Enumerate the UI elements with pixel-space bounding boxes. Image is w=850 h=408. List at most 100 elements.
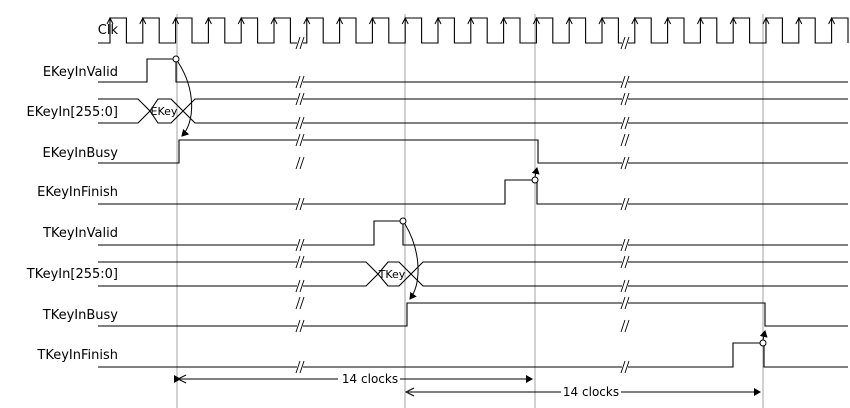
break-mark: [620, 255, 626, 269]
break-gap: [297, 256, 303, 268]
clock-waveform: [98, 16, 849, 44]
break-mark: [624, 279, 630, 293]
clock-rising-edge-arrow: [828, 16, 836, 25]
break-mark: [620, 296, 626, 310]
break-mark: [295, 116, 301, 130]
break-gap: [622, 320, 628, 332]
clock-rising-edge-arrow: [270, 16, 278, 25]
break-gap: [297, 117, 303, 129]
break-mark: [295, 133, 301, 147]
ekeyin-bus-waveform: [98, 98, 848, 124]
causality-arrows: [172, 55, 768, 347]
clock-rising-edge-arrow: [500, 16, 508, 25]
break-mark: [295, 75, 301, 89]
clock-rising-edge-arrow: [467, 16, 475, 25]
causality-arrow: [177, 61, 193, 137]
break-mark: [299, 92, 305, 106]
break-mark: [624, 238, 630, 252]
signal-labels: Clk EKeyInValid EKeyIn[255:0] EKeyInBusy…: [26, 23, 119, 363]
break-gap: [622, 239, 628, 251]
clock-rising-edge-arrow: [139, 16, 147, 25]
break-gap: [297, 134, 303, 146]
break-mark: [299, 279, 305, 293]
break-mark: [295, 197, 301, 211]
break-mark: [624, 116, 630, 130]
break-mark: [620, 92, 626, 106]
break-mark: [299, 238, 305, 252]
break-mark: [624, 133, 630, 147]
signal-label-tkeyinvalid: TKeyInValid: [42, 226, 118, 241]
signal-label-ekeyinfinish: EKeyInFinish: [37, 185, 118, 200]
break-mark: [299, 75, 305, 89]
clock-rising-edge-arrow: [664, 16, 672, 25]
tkeyin-bus-value: TKey: [378, 268, 406, 281]
break-gap: [622, 134, 628, 146]
event-marker: [531, 176, 539, 184]
break-mark: [620, 279, 626, 293]
break-mark: [299, 197, 305, 211]
clock-rising-edge-arrow: [762, 16, 770, 25]
break-mark: [624, 92, 630, 106]
break-gap: [297, 297, 303, 309]
break-mark: [295, 296, 301, 310]
clock-rising-edge-arrow: [336, 16, 344, 25]
clock-rising-edge-arrow: [368, 16, 376, 25]
break-mark: [620, 360, 626, 374]
measurement-label-ekey: 14 clocks: [342, 372, 398, 386]
break-gap: [622, 256, 628, 268]
break-mark: [620, 75, 626, 89]
signal-label-ekeyin: EKeyIn[255:0]: [27, 105, 118, 120]
break-mark: [624, 296, 630, 310]
clock-rising-edge-arrow: [172, 16, 180, 25]
measurement-label-tkey: 14 clocks: [563, 385, 619, 399]
break-mark: [620, 36, 626, 50]
break-gap: [622, 297, 628, 309]
break-mark: [620, 197, 626, 211]
break-mark: [299, 156, 305, 170]
clock-rising-edge-arrow: [729, 16, 737, 25]
measurement-tkey: 14 clocks: [404, 385, 761, 399]
ekeyinbusy-waveform: [98, 139, 848, 164]
tkeyinbusy-waveform: [98, 302, 848, 327]
break-mark: [299, 319, 305, 333]
tkeyin-bus-waveform: [98, 261, 848, 287]
break-gap: [297, 280, 303, 292]
break-mark: [299, 116, 305, 130]
event-marker: [399, 217, 407, 225]
break-mark: [620, 116, 626, 130]
clock-rising-edge-arrow: [204, 16, 212, 25]
break-mark: [624, 156, 630, 170]
break-gap: [622, 198, 628, 210]
break-mark: [624, 360, 630, 374]
break-mark: [624, 36, 630, 50]
break-gap: [297, 37, 303, 49]
causality-arrow: [759, 330, 768, 341]
ekeyinvalid-waveform: [98, 58, 848, 83]
signal-label-ekeyinbusy: EKeyInBusy: [43, 146, 119, 161]
guide-lines: [176, 14, 764, 408]
measurement-arrowhead-left: [404, 387, 415, 397]
break-mark: [624, 319, 630, 333]
clock-rising-edge-arrow: [598, 16, 606, 25]
event-marker: [172, 55, 180, 63]
ekeyinfinish-waveform: [98, 179, 848, 205]
break-gap: [622, 76, 628, 88]
break-mark: [295, 279, 301, 293]
break-gap: [622, 280, 628, 292]
break-mark: [295, 156, 301, 170]
clock-rising-edge-arrow: [434, 16, 442, 25]
clock-rising-edge-arrow: [401, 16, 409, 25]
clock-rising-edge-arrow: [106, 16, 114, 25]
signal-label-ekeyinvalid: EKeyInValid: [43, 65, 118, 80]
break-mark: [299, 255, 305, 269]
break-gap: [622, 93, 628, 105]
break-mark: [624, 197, 630, 211]
break-mark: [295, 319, 301, 333]
break-gap: [297, 198, 303, 210]
signal-label-tkeyin: TKeyIn[255:0]: [26, 267, 118, 282]
break-gap: [622, 117, 628, 129]
break-mark: [295, 255, 301, 269]
break-mark: [295, 36, 301, 50]
measurement-arrowhead-left: [176, 374, 187, 384]
